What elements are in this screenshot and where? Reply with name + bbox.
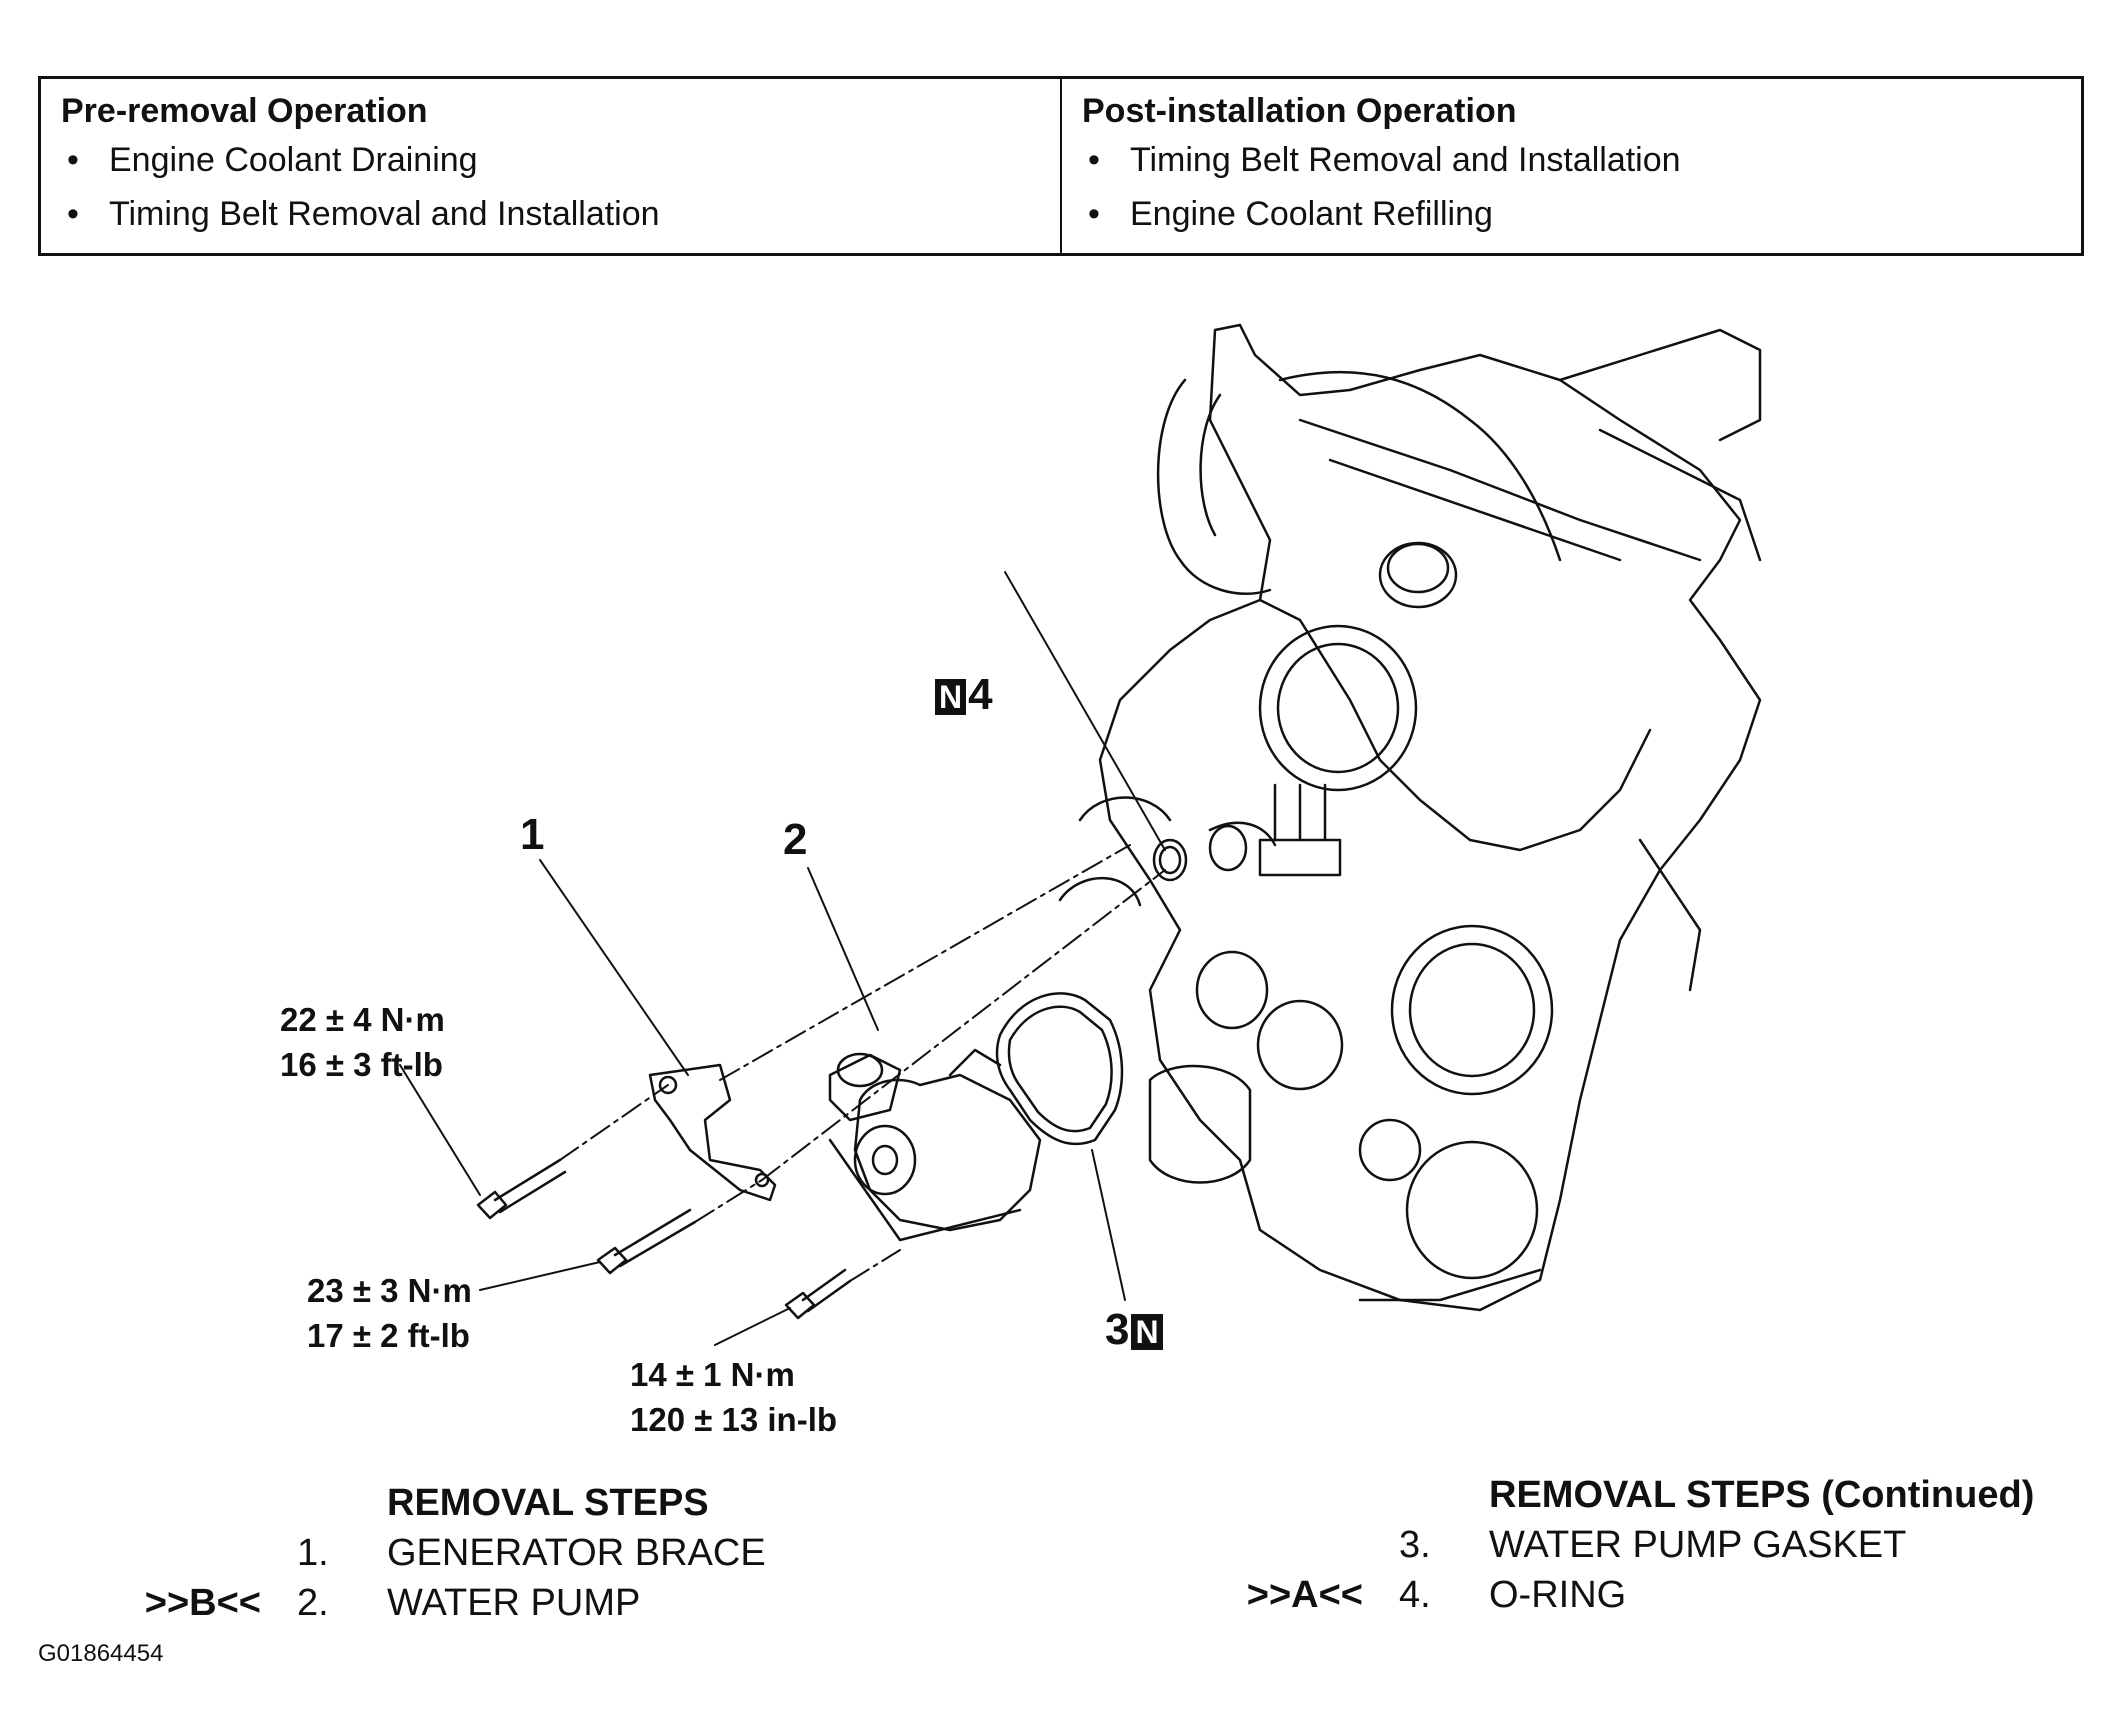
pre-removal-item: • Engine Coolant Draining [61, 133, 1040, 187]
operations-table: Pre-removal Operation • Engine Coolant Dr… [38, 76, 2084, 256]
step-label: WATER PUMP [387, 1582, 641, 1624]
pre-removal-item-label: Engine Coolant Draining [109, 141, 478, 179]
removal-steps-title: REMOVAL STEPS [387, 1482, 709, 1524]
water-pump-gasket-drawing [995, 992, 1124, 1146]
service-point-mark [143, 1528, 297, 1578]
engine-block-drawing [1058, 323, 1762, 1312]
step-number: 1. [297, 1532, 329, 1574]
pre-removal-column: Pre-removal Operation • Engine Coolant Dr… [41, 79, 1060, 253]
post-installation-column: Post-installation Operation • Timing Belt… [1060, 79, 2081, 253]
removal-step: 3. WATER PUMP GASKET [1245, 1520, 2034, 1570]
callout-4-number: 4 [968, 670, 993, 719]
step-label: WATER PUMP GASKET [1489, 1524, 1907, 1566]
post-installation-item: • Engine Coolant Refilling [1082, 187, 2061, 241]
bullet-icon: • [1088, 141, 1100, 179]
step-label: O-RING [1489, 1574, 1627, 1616]
callout-1: 1 [520, 810, 545, 859]
pre-removal-item-label: Timing Belt Removal and Installation [109, 195, 660, 233]
bolt-drawing [476, 1158, 852, 1320]
bullet-icon: • [1088, 195, 1100, 233]
service-point-mark: >>A<< [1246, 1574, 1363, 1616]
callout-3-number: 3 [1105, 1305, 1130, 1354]
water-pump-drawing [828, 1048, 1042, 1242]
torque-spec-brace-bolt: 22 ± 4 N·m 16 ± 3 ft-lb [280, 997, 445, 1087]
pre-removal-item: • Timing Belt Removal and Installation [61, 187, 1040, 241]
post-installation-item: • Timing Belt Removal and Installation [1082, 133, 2061, 187]
removal-steps: REMOVAL STEPS 1. GENERATOR BRACE >>B<< 2… [143, 1478, 766, 1628]
removal-step: >>B<< 2. WATER PUMP [143, 1578, 766, 1628]
step-label: GENERATOR BRACE [387, 1532, 766, 1574]
removal-step: 1. GENERATOR BRACE [143, 1528, 766, 1578]
removal-steps-continued: REMOVAL STEPS (Continued) 3. WATER PUMP … [1245, 1470, 2035, 1620]
step-number: 3. [1399, 1524, 1431, 1566]
torque-value-nm: 22 ± 4 N·m [280, 1001, 445, 1038]
post-installation-item-label: Timing Belt Removal and Installation [1130, 141, 1681, 179]
torque-value-nm: 14 ± 1 N·m [630, 1356, 795, 1393]
n-badge: N [1131, 1314, 1163, 1351]
pre-removal-heading: Pre-removal Operation [61, 92, 428, 130]
figure-id: G01864454 [38, 1640, 164, 1667]
post-installation-heading: Post-installation Operation [1082, 92, 1517, 130]
generator-brace-drawing [648, 1063, 777, 1202]
service-point-mark [1245, 1520, 1399, 1570]
torque-value-ftlb: 16 ± 3 ft-lb [280, 1046, 443, 1083]
removal-step: >>A<< 4. O-RING [1245, 1570, 2034, 1620]
o-ring-drawing [1152, 838, 1188, 882]
torque-value-inlb: 120 ± 13 in-lb [630, 1401, 838, 1438]
torque-spec-pump-bolt-short: 14 ± 1 N·m 120 ± 13 in-lb [630, 1352, 837, 1442]
bullet-icon: • [67, 195, 79, 233]
pre-removal-list: • Engine Coolant Draining • Timing Belt Re… [61, 133, 1040, 241]
post-installation-list: • Timing Belt Removal and Installation • E… [1082, 133, 2061, 241]
torque-value-nm: 23 ± 3 N·m [307, 1272, 472, 1309]
step-number: 2. [297, 1582, 329, 1624]
step-number: 4. [1399, 1574, 1431, 1616]
removal-steps-continued-title: REMOVAL STEPS (Continued) [1489, 1474, 2035, 1516]
post-installation-item-label: Engine Coolant Refilling [1130, 195, 1493, 233]
torque-spec-pump-bolt-long: 23 ± 3 N·m 17 ± 2 ft-lb [307, 1268, 472, 1358]
service-point-mark: >>B<< [144, 1582, 261, 1624]
torque-value-ftlb: 17 ± 2 ft-lb [307, 1317, 470, 1354]
callout-2: 2 [783, 815, 808, 864]
n-badge: N [935, 679, 967, 716]
bullet-icon: • [67, 141, 79, 179]
